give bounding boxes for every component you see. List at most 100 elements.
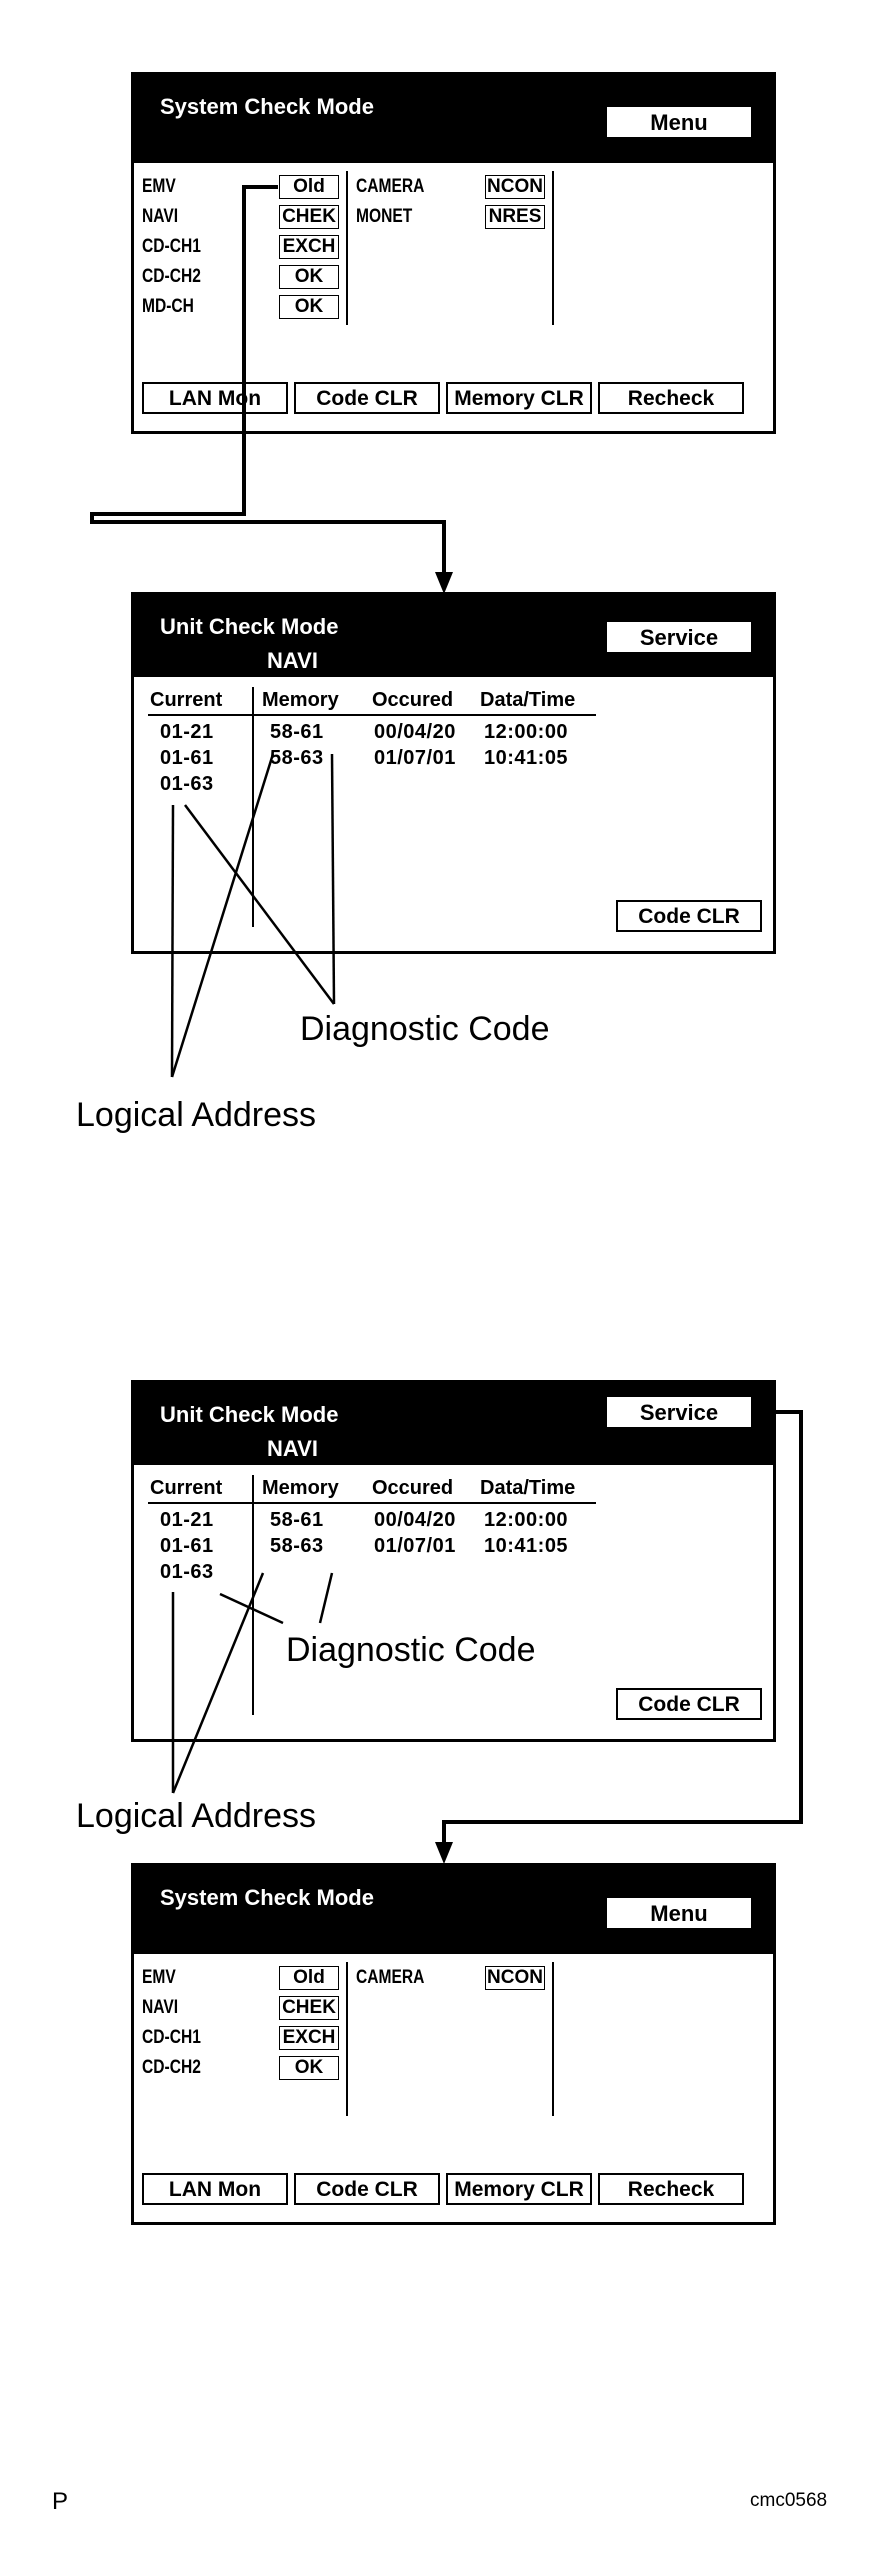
figure-id-label: cmc0568 (750, 2490, 828, 2511)
panel-title: System Check Mode (160, 1885, 374, 1910)
occured-time: 10:41:05 (484, 747, 569, 769)
arrow-down-icon (435, 572, 453, 594)
memory-code: 58-63 (270, 1535, 324, 1557)
status-badge-emv[interactable]: Old (279, 1966, 339, 1990)
column-divider (552, 171, 554, 325)
flow-connector (90, 185, 446, 572)
status-badge-cd-ch1[interactable]: EXCH (279, 235, 339, 259)
status-badge-cd-ch2[interactable]: OK (279, 2056, 339, 2080)
panel-subtitle: NAVI (267, 648, 318, 673)
panel-title: System Check Mode (160, 94, 374, 119)
unit-label-cd-ch1: CD-CH1 (142, 2027, 201, 2048)
unit-label-cd-ch1: CD-CH1 (142, 236, 201, 257)
unit-label-navi: NAVI (142, 206, 179, 227)
recheck-button[interactable]: Recheck (598, 2173, 744, 2205)
panel-subtitle: NAVI (267, 1436, 318, 1461)
current-code: 01-63 (160, 1561, 214, 1583)
memory-clr-button[interactable]: Memory CLR (446, 382, 592, 414)
status-badge-cd-ch1[interactable]: EXCH (279, 2026, 339, 2050)
column-header-memory: Memory (262, 689, 339, 711)
panel-title: Unit Check Mode (160, 1402, 339, 1427)
code-clr-button[interactable]: Code CLR (294, 2173, 440, 2205)
occured-date: 00/04/20 (374, 1509, 456, 1531)
occured-date: 01/07/01 (374, 1535, 456, 1557)
flow-connector (442, 1410, 803, 1842)
current-code: 01-21 (160, 1509, 214, 1531)
callout-line (171, 1572, 265, 1794)
column-divider (552, 1962, 554, 2116)
occured-time: 12:00:00 (484, 721, 569, 743)
code-clr-button[interactable]: Code CLR (294, 382, 440, 414)
status-badge-navi[interactable]: CHEK (279, 205, 339, 229)
unit-label-md-ch: MD-CH (142, 296, 194, 317)
memory-code: 58-61 (270, 721, 324, 743)
system-check-panel-1: System Check Mode Menu EMV NAVI CD-CH1 C… (131, 72, 776, 434)
status-badge-monet[interactable]: NRES (485, 205, 545, 229)
current-code: 01-21 (160, 721, 214, 743)
unit-label-emv: EMV (142, 1967, 176, 1988)
occured-date: 00/04/20 (374, 721, 456, 743)
diagnostic-code-label: Diagnostic Code (286, 1631, 536, 1669)
lan-mon-button[interactable]: LAN Mon (142, 382, 288, 414)
current-code: 01-63 (160, 773, 214, 795)
lan-mon-button[interactable]: LAN Mon (142, 2173, 288, 2205)
status-badge-camera[interactable]: NCON (485, 175, 545, 199)
unit-label-camera: CAMERA (356, 176, 425, 197)
logical-address-label: Logical Address (76, 1096, 317, 1134)
callout-line (170, 804, 175, 1078)
footer-left-label: P (52, 2488, 69, 2515)
unit-label-navi: NAVI (142, 1997, 179, 2018)
callout-line (183, 804, 336, 1005)
unit-label-cd-ch2: CD-CH2 (142, 2057, 201, 2078)
memory-clr-button[interactable]: Memory CLR (446, 2173, 592, 2205)
unit-label-camera: CAMERA (356, 1967, 425, 1988)
panel-header: System Check Mode Menu (134, 75, 773, 163)
header-underline (148, 714, 596, 716)
service-button[interactable]: Service (605, 620, 753, 654)
panel-header: Unit Check Mode NAVI Service (134, 595, 773, 677)
code-clr-button[interactable]: Code CLR (616, 900, 762, 932)
logical-address-label: Logical Address (76, 1797, 317, 1835)
header-underline (148, 1502, 596, 1504)
column-header-current: Current (150, 1477, 223, 1499)
status-badge-md-ch[interactable]: OK (279, 295, 339, 319)
unit-label-cd-ch2: CD-CH2 (142, 266, 201, 287)
callout-line (318, 1572, 334, 1624)
column-header-occured: Occured (372, 1477, 454, 1499)
column-header-occured: Occured (372, 689, 454, 711)
unit-label-monet: MONET (356, 206, 413, 227)
arrow-down-icon (435, 1842, 453, 1864)
column-divider (252, 687, 254, 927)
status-badge-navi[interactable]: CHEK (279, 1996, 339, 2020)
menu-button[interactable]: Menu (605, 105, 753, 139)
column-header-memory: Memory (262, 1477, 339, 1499)
panel-title: Unit Check Mode (160, 614, 339, 639)
memory-code: 58-63 (270, 747, 324, 769)
status-badge-camera[interactable]: NCON (485, 1966, 545, 1990)
panel-header: Unit Check Mode NAVI Service (134, 1383, 773, 1465)
column-header-datetime: Data/Time (480, 689, 576, 711)
callout-line (219, 1592, 284, 1625)
occured-time: 10:41:05 (484, 1535, 569, 1557)
service-button[interactable]: Service (605, 1395, 753, 1429)
callout-line (170, 753, 275, 1078)
diagnostic-code-label: Diagnostic Code (300, 1010, 550, 1048)
unit-check-panel-2: Unit Check Mode NAVI Service Current Mem… (131, 1380, 776, 1742)
code-clr-button[interactable]: Code CLR (616, 1688, 762, 1720)
callout-line (330, 753, 336, 1005)
panel-header: System Check Mode Menu (134, 1866, 773, 1954)
column-header-current: Current (150, 689, 223, 711)
menu-button[interactable]: Menu (605, 1896, 753, 1930)
current-code: 01-61 (160, 747, 214, 769)
occured-time: 12:00:00 (484, 1509, 569, 1531)
status-badge-cd-ch2[interactable]: OK (279, 265, 339, 289)
column-divider (346, 171, 348, 325)
system-check-panel-2: System Check Mode Menu EMV NAVI CD-CH1 C… (131, 1863, 776, 2225)
unit-check-panel-1: Unit Check Mode NAVI Service Current Mem… (131, 592, 776, 954)
memory-code: 58-61 (270, 1509, 324, 1531)
current-code: 01-61 (160, 1535, 214, 1557)
status-badge-emv[interactable]: Old (279, 175, 339, 199)
recheck-button[interactable]: Recheck (598, 382, 744, 414)
unit-label-emv: EMV (142, 176, 176, 197)
